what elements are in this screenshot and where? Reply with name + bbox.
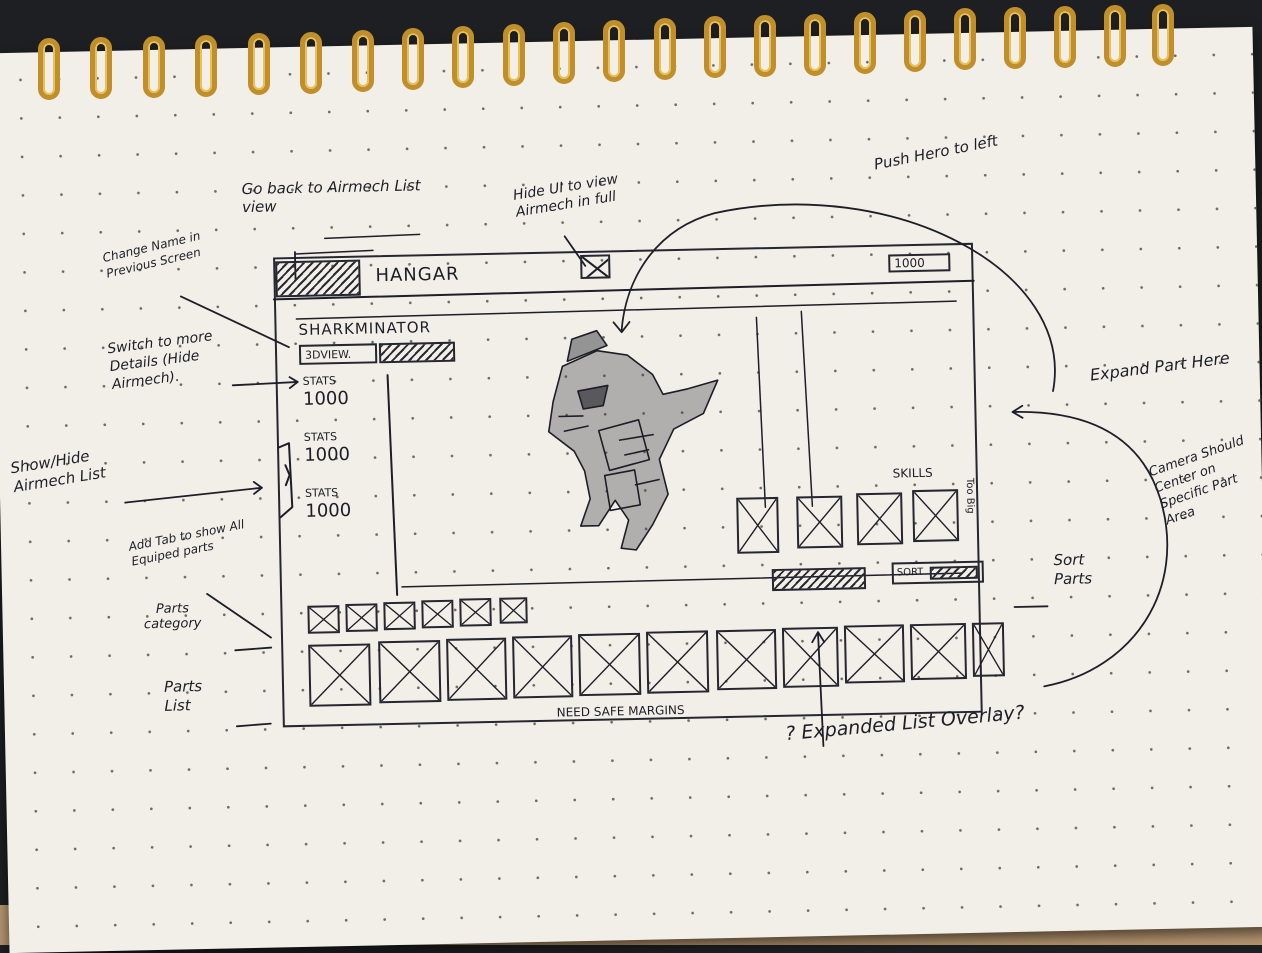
close-icon	[582, 256, 609, 277]
category-icon	[423, 601, 452, 627]
empty-slot-icon	[914, 491, 958, 541]
parts-category-tab[interactable]	[421, 599, 454, 629]
skill-slot[interactable]	[796, 495, 844, 549]
annotation-sort-parts: Sort Parts	[1053, 550, 1093, 589]
binding-ring	[954, 8, 976, 70]
stat-label: STATS	[304, 486, 339, 500]
part-item[interactable]	[715, 628, 778, 691]
too-big-note: Too Big	[963, 477, 976, 514]
sort-label: SORT	[896, 566, 924, 579]
back-to-airmech-list-button[interactable]	[275, 259, 361, 298]
part-thumbnail-icon	[648, 632, 708, 692]
skill-slot[interactable]	[856, 492, 904, 546]
tab-3dview[interactable]: 3DVIEW.	[298, 343, 378, 365]
part-item[interactable]	[843, 624, 906, 684]
stat-value: 1000	[302, 387, 350, 410]
category-icon	[347, 605, 376, 630]
currency-box: 1000	[888, 253, 951, 273]
binding-ring	[1054, 6, 1076, 68]
stat-label: STATS	[303, 430, 338, 444]
binding-ring	[503, 24, 525, 86]
parts-category-tab[interactable]	[383, 601, 416, 631]
sketch-paper: HANGAR 1000 SHARKMINATOR 3DVIEW. STATS 1…	[0, 26, 1262, 953]
binding-ring	[804, 14, 826, 76]
hangar-title: HANGAR	[375, 263, 460, 287]
binding-ring	[452, 26, 474, 88]
part-thumbnail-icon	[448, 639, 506, 699]
binding-ring	[854, 12, 876, 74]
part-item[interactable]	[645, 630, 710, 694]
parts-category-tab[interactable]	[499, 597, 528, 624]
aimech-name: SHARKMINATOR	[298, 318, 432, 339]
part-thumbnail-icon	[911, 625, 965, 679]
hide-ui-button[interactable]	[580, 254, 611, 280]
parts-category-tab[interactable]	[459, 597, 492, 627]
binding-ring	[754, 15, 776, 77]
binding-ring	[1152, 4, 1174, 66]
stat-label: STATS	[302, 374, 337, 388]
empty-slot-icon	[738, 498, 778, 552]
part-item[interactable]	[512, 635, 574, 699]
aimech-hero-sketch	[547, 329, 719, 551]
binding-ring	[38, 38, 60, 100]
category-icon	[309, 607, 338, 632]
stat-value: 1000	[305, 499, 352, 522]
spiral-binding	[0, 0, 1262, 110]
category-icon	[385, 603, 414, 629]
parts-category-tab[interactable]	[345, 603, 378, 633]
binding-ring	[143, 36, 165, 98]
parts-list-row	[308, 622, 1010, 717]
part-item[interactable]	[971, 622, 1005, 677]
binding-ring	[603, 20, 625, 82]
category-icon	[501, 599, 526, 622]
part-item[interactable]	[781, 626, 840, 688]
safe-margins-note: NEED SAFE MARGINS	[556, 702, 685, 720]
binding-ring	[904, 10, 926, 72]
part-item[interactable]	[909, 623, 968, 681]
part-item[interactable]	[446, 637, 508, 701]
category-icon	[461, 599, 490, 625]
binding-ring	[1004, 7, 1026, 69]
part-item[interactable]	[578, 632, 642, 697]
parts-category-tab[interactable]	[307, 605, 340, 634]
part-thumbnail-icon	[845, 626, 904, 682]
binding-ring	[1104, 5, 1126, 67]
empty-slot-icon	[858, 494, 902, 544]
tab-details[interactable]	[378, 341, 456, 364]
skill-slot[interactable]	[736, 496, 780, 554]
part-thumbnail-icon	[380, 642, 440, 702]
part-thumbnail-icon	[580, 634, 640, 695]
part-thumbnail-icon	[783, 628, 838, 686]
binding-ring	[248, 33, 270, 95]
annotation-parts-category: Parts category	[143, 601, 202, 633]
part-thumbnail-icon	[310, 645, 370, 705]
part-thumbnail-icon	[717, 631, 776, 689]
binding-ring	[654, 18, 676, 80]
tab-3dview-label: 3DVIEW.	[304, 347, 352, 362]
sort-dropdown[interactable]	[929, 565, 978, 580]
binding-ring	[300, 32, 322, 94]
part-thumbnail-icon	[514, 637, 572, 697]
skills-label: SKILLS	[892, 465, 933, 481]
part-item[interactable]	[308, 643, 372, 707]
binding-ring	[352, 30, 374, 92]
empty-slot-icon	[798, 497, 842, 547]
skill-slot[interactable]	[912, 489, 960, 543]
binding-ring	[704, 16, 726, 78]
part-item[interactable]	[378, 640, 442, 704]
binding-ring	[195, 35, 217, 97]
stat-value: 1000	[303, 443, 351, 466]
binding-ring	[402, 28, 424, 90]
parts-category-row	[307, 597, 538, 642]
binding-ring	[90, 37, 112, 99]
annotation-go-back: Go back to Airmech List view	[241, 176, 421, 217]
wireframe-lines	[124, 203, 1169, 747]
sort-button[interactable]: SORT	[891, 560, 985, 585]
binding-ring	[553, 22, 575, 84]
annotation-parts-list: Parts List	[163, 677, 203, 715]
expand-list-button[interactable]	[771, 567, 867, 592]
part-thumbnail-icon	[973, 624, 1003, 675]
currency-value: 1000	[894, 255, 925, 271]
stats-panel: STATS 1000 STATS 1000 STATS 1000	[303, 373, 387, 575]
